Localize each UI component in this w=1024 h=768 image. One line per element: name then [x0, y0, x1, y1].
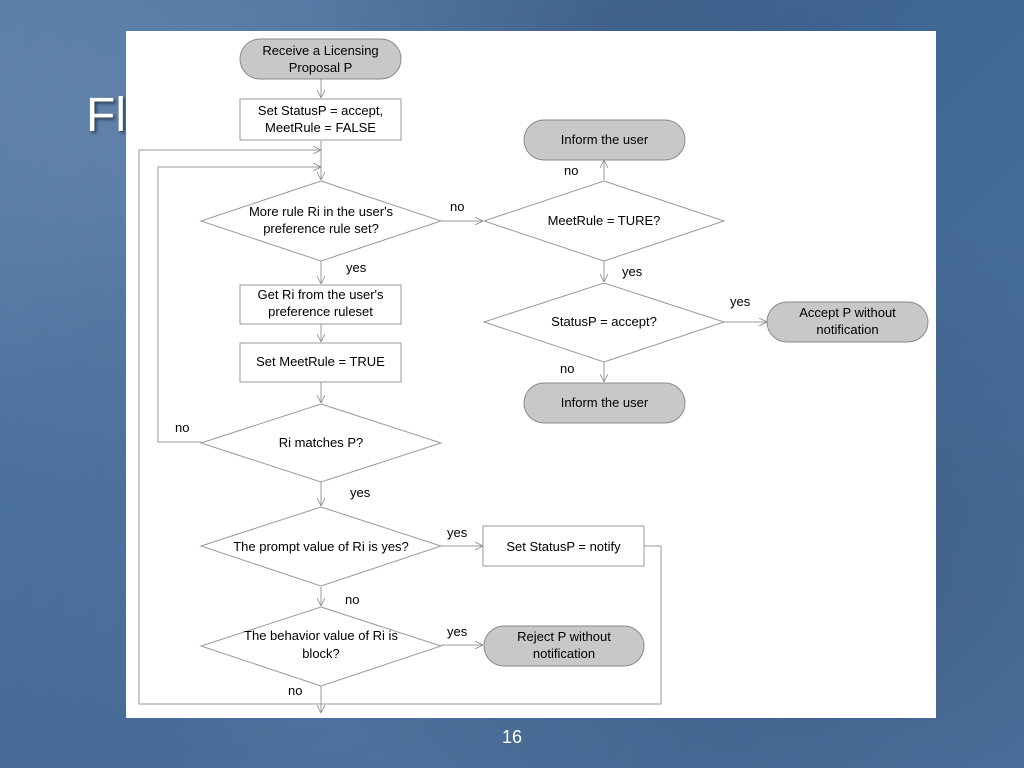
node-meetrule-decision: MeetRule = TURE?	[482, 180, 726, 262]
node-behavior-decision: The behavior value of Ri is block?	[199, 606, 443, 687]
node-set-status-notify: Set StatusP = notify	[482, 525, 645, 567]
label-meetrule-yes: yes	[622, 264, 643, 279]
node-status-decision: StatusP = accept?	[482, 282, 726, 363]
node-inform-top-text: Inform the user	[561, 132, 649, 147]
node-matches-text: Ri matches P?	[279, 435, 364, 450]
label-status-yes: yes	[730, 294, 751, 309]
node-accept-line2: notification	[816, 322, 878, 337]
node-set-notify-text: Set StatusP = notify	[506, 539, 621, 554]
label-behavior-no: no	[288, 683, 302, 698]
node-get-rule: Get Ri from the user's preference rulese…	[239, 284, 402, 325]
edge-outer-loop-return	[138, 150, 321, 705]
slide-title: Fl	[86, 89, 126, 142]
flow-edges	[138, 79, 767, 713]
node-prompt-text: The prompt value of Ri is yes?	[233, 539, 409, 554]
edge-inner-loop-return	[157, 167, 321, 443]
node-reject: Reject P without notification	[483, 625, 645, 667]
node-set-meetrule-true: Set MeetRule = TRUE	[239, 342, 402, 383]
label-more-no: no	[450, 199, 464, 214]
node-get-rule-line1: Get Ri from the user's	[257, 287, 384, 302]
node-receive-line2: Proposal P	[289, 60, 353, 75]
edge-notify-return	[321, 545, 662, 705]
node-more-rule-line2: preference rule set?	[263, 221, 379, 236]
node-set-status-accept: Set StatusP = accept, MeetRule = FALSE	[239, 98, 402, 141]
node-inform-user-bottom: Inform the user	[523, 382, 686, 424]
label-matches-no: no	[175, 420, 189, 435]
label-meetrule-no: no	[564, 163, 578, 178]
node-get-rule-line2: preference ruleset	[268, 304, 373, 319]
node-prompt-decision: The prompt value of Ri is yes?	[199, 506, 443, 587]
node-behavior-line2: block?	[302, 646, 340, 661]
edge-labels: yes no no yes yes no no yes yes no yes n…	[175, 163, 751, 698]
node-more-rule-decision: More rule Ri in the user's preference ru…	[199, 180, 443, 262]
label-prompt-yes: yes	[447, 525, 468, 540]
node-receive-line1: Receive a Licensing	[262, 43, 378, 58]
node-set-status-line2: MeetRule = FALSE	[265, 120, 376, 135]
page-number: 16	[501, 727, 523, 747]
node-behavior-line1: The behavior value of Ri is	[244, 628, 398, 643]
node-inform-bottom-text: Inform the user	[561, 395, 649, 410]
node-receive-proposal: Receive a Licensing Proposal P	[239, 38, 402, 80]
node-set-meetrule-text: Set MeetRule = TRUE	[256, 354, 385, 369]
node-inform-user-top: Inform the user	[523, 119, 686, 161]
node-matches-decision: Ri matches P?	[199, 403, 443, 483]
label-matches-yes: yes	[350, 485, 371, 500]
label-more-yes: yes	[346, 260, 367, 275]
label-behavior-yes: yes	[447, 624, 468, 639]
node-set-status-line1: Set StatusP = accept,	[258, 103, 383, 118]
node-accept: Accept P without notification	[766, 301, 929, 343]
node-meetrule-text: MeetRule = TURE?	[548, 213, 661, 228]
label-prompt-no: no	[345, 592, 359, 607]
node-reject-line2: notification	[533, 646, 595, 661]
node-accept-line1: Accept P without	[799, 305, 896, 320]
node-more-rule-line1: More rule Ri in the user's	[249, 204, 394, 219]
label-status-no: no	[560, 361, 574, 376]
node-status-text: StatusP = accept?	[551, 314, 657, 329]
node-reject-line1: Reject P without	[517, 629, 611, 644]
